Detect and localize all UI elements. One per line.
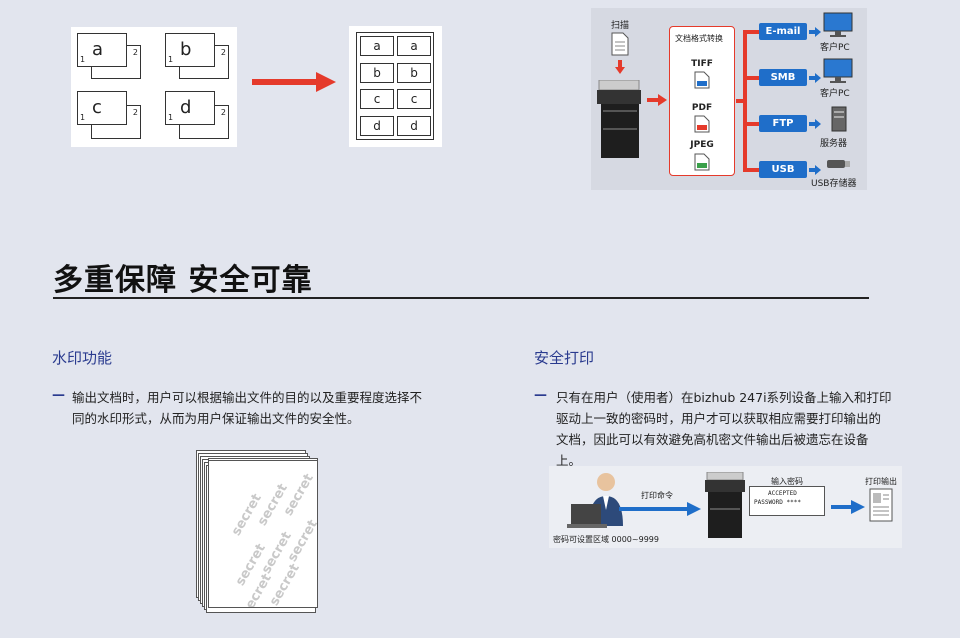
- print-command-arrow-icon: [619, 502, 701, 516]
- dest-email: E-mail: [759, 23, 807, 40]
- format-convert-box: 文档格式转换 TIFF PDF JPEG: [669, 26, 735, 176]
- watermark-bullet: —: [52, 388, 65, 403]
- dist-arrow-email: [743, 30, 759, 34]
- watermark-text-line-1: 输出文档时，用户可以根据输出文件的目的以及重要程度选择不: [72, 390, 423, 405]
- client-pc-icon: [823, 12, 853, 37]
- cell-d1: d: [360, 116, 394, 136]
- target-server: 服务器: [820, 139, 848, 149]
- dist-arrow-main: [736, 99, 746, 103]
- output-document-icon: [869, 488, 893, 522]
- title-divider: [53, 297, 869, 299]
- mfp-device-icon: [597, 80, 641, 158]
- watermark-title: 水印功能: [52, 349, 113, 367]
- right-arrow-icon: [252, 72, 336, 92]
- laptop-icon: [567, 504, 607, 528]
- down-arrow-icon: [615, 60, 625, 74]
- combine-result-panel: a a b b c c d d: [349, 26, 442, 147]
- to-convert-arrow-icon: [647, 94, 667, 106]
- secure-print-title: 安全打印: [534, 349, 595, 367]
- dist-arrow-ftp: [743, 122, 759, 126]
- to-output-arrow-icon: [831, 500, 865, 514]
- accepted-text: ACCEPTED: [768, 490, 797, 497]
- usb-drive-icon: [827, 160, 850, 168]
- target-pc-2: 客户PC: [820, 89, 850, 99]
- password-text: PASSWORD ****: [754, 499, 801, 506]
- mfp-device-icon: [705, 472, 745, 538]
- dest-usb: USB: [759, 161, 807, 178]
- cell-c2: c: [397, 89, 431, 109]
- target-usb-storage: USB存储器: [811, 179, 857, 189]
- scan-label: 扫描: [611, 21, 630, 31]
- target-pc-1: 客户PC: [820, 43, 850, 53]
- email-to-pc-arrow-icon: [809, 27, 821, 37]
- print-output-label: 打印输出: [865, 477, 897, 486]
- password-panel: ACCEPTED PASSWORD ****: [749, 486, 825, 516]
- cell-a2: a: [397, 36, 431, 56]
- letter-b: b: [180, 39, 192, 60]
- cell-a1: a: [360, 36, 394, 56]
- smb-to-pc-arrow-icon: [809, 73, 821, 83]
- secure-print-bullet: —: [534, 388, 547, 403]
- cell-b2: b: [397, 63, 431, 83]
- watermarked-sheet-front: secret secret secret secret secret secre…: [208, 460, 318, 608]
- scan-workflow-diagram: 扫描 文档格式转换 TIFF PDF JPEG E-mail SMB FTP U…: [591, 8, 867, 190]
- letter-c: c: [92, 97, 102, 118]
- combined-sheet: [356, 32, 434, 140]
- cell-d2: d: [397, 116, 431, 136]
- convert-label: 文档格式转换: [675, 34, 723, 43]
- letter-a: a: [92, 39, 104, 60]
- tiff-file-icon: [694, 71, 710, 89]
- format-pdf: PDF: [691, 103, 713, 113]
- cell-c1: c: [360, 89, 394, 109]
- dist-arrow-vertical: [743, 30, 747, 172]
- ftp-to-server-arrow-icon: [809, 119, 821, 129]
- dest-smb: SMB: [759, 69, 807, 86]
- format-tiff: TIFF: [691, 59, 713, 69]
- secure-print-text-line-1: 只有在用户（使用者）在bizhub 247i系列设备上输入和打印: [556, 390, 892, 405]
- format-jpeg: JPEG: [690, 140, 714, 150]
- dist-arrow-smb: [743, 76, 759, 80]
- secure-print-text-line-3: 文档，因此可以有效避免高机密文件输出后被遗忘在设备: [556, 432, 869, 447]
- usb-to-storage-arrow-icon: [809, 165, 821, 175]
- secure-print-diagram: 打印命令 输入密码 ACCEPTED PASSWORD **** 打印输出 密码…: [549, 466, 902, 548]
- input-password-label: 输入密码: [771, 477, 803, 486]
- page-title: 多重保障 安全可靠: [53, 263, 313, 298]
- dest-ftp: FTP: [759, 115, 807, 132]
- secure-print-text-line-4: 上。: [556, 453, 582, 468]
- letter-d: d: [180, 97, 192, 118]
- cell-b1: b: [360, 63, 394, 83]
- jpeg-file-icon: [694, 153, 710, 171]
- server-icon: [831, 106, 847, 132]
- secure-print-text-line-2: 驱动上一致的密码时，用户才可以获取相应需要打印输出的: [556, 411, 882, 426]
- watermark-text: 输出文档时，用户可以根据输出文件的目的以及重要程度选择不 同的水印形式，从而为用…: [72, 387, 462, 429]
- dist-arrow-usb: [743, 168, 759, 172]
- client-pc-icon: [823, 58, 853, 83]
- print-command-label: 打印命令: [641, 491, 673, 500]
- secure-print-text: 只有在用户（使用者）在bizhub 247i系列设备上输入和打印 驱动上一致的密…: [556, 387, 916, 471]
- document-icon: [611, 32, 629, 56]
- pdf-file-icon: [694, 115, 710, 133]
- watermark-text-line-2: 同的水印形式，从而为用户保证输出文件的安全性。: [72, 411, 360, 426]
- password-range-label: 密码可设置区域 0000~9999: [553, 535, 659, 544]
